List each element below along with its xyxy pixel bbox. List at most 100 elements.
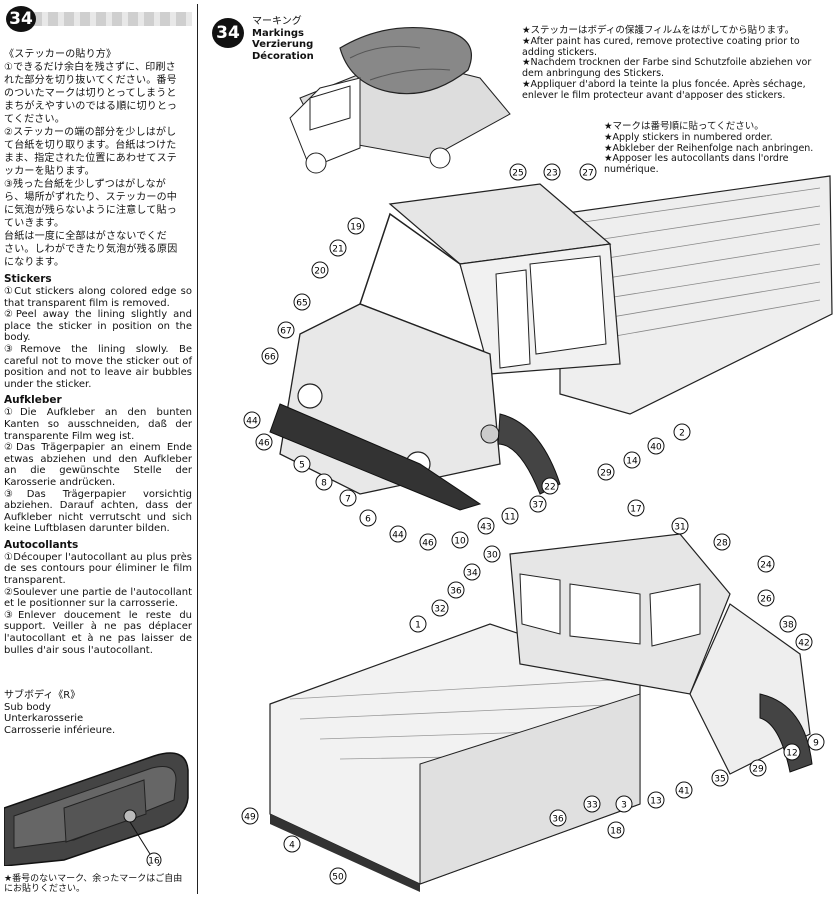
footnote: ★番号のないマーク、余ったマークはご自由 にお貼りください。 bbox=[4, 874, 192, 894]
rear-callout-13: 13 bbox=[650, 797, 661, 807]
sub-body-illustration: 16 bbox=[3, 752, 189, 868]
jp-line: ②ステッカーの端の部分を少しはがし bbox=[4, 127, 177, 138]
en-title: Stickers bbox=[4, 273, 52, 285]
front-callout-44: 44 bbox=[392, 531, 404, 541]
rear-callout-circle bbox=[241, 807, 259, 825]
front-callout-27: 27 bbox=[582, 169, 593, 179]
rear-callout-circle bbox=[671, 517, 689, 535]
rear-callout-circle bbox=[783, 743, 801, 761]
front-callout-5: 5 bbox=[299, 461, 305, 471]
jp-line: のついたマークは切りとってしまうと bbox=[4, 88, 177, 99]
covered-truck-thumbnail bbox=[289, 27, 511, 174]
front-callout-circle bbox=[623, 451, 641, 469]
step-number-badge: 34 bbox=[6, 6, 36, 32]
front-callout-circle bbox=[647, 437, 665, 455]
front-callout-8: 8 bbox=[321, 479, 327, 489]
callout-16: 16 bbox=[148, 857, 160, 867]
step-header: 34 bbox=[4, 4, 192, 34]
rear-callout-4: 4 bbox=[289, 841, 295, 851]
rear-callout-1: 1 bbox=[415, 621, 421, 631]
front-callout-46: 46 bbox=[258, 439, 270, 449]
jp-line: さい。しわができたり気泡が残る原因 bbox=[4, 244, 178, 255]
step-bar bbox=[32, 12, 192, 26]
front-callout-25: 25 bbox=[512, 169, 523, 179]
sub-body-fr: Carrosserie inférieure. bbox=[4, 724, 116, 736]
front-callout-circle bbox=[597, 463, 615, 481]
front-callout-circle bbox=[293, 455, 311, 473]
de-step-2: ②Das Trägerpapier an einem Ende etwas ab… bbox=[4, 442, 192, 488]
front-callout-6: 6 bbox=[365, 515, 371, 525]
jp-line: まま、指定された位置にあわせてステ bbox=[4, 153, 177, 164]
front-callout-21: 21 bbox=[332, 245, 343, 255]
front-callout-14: 14 bbox=[626, 457, 638, 467]
rear-callout-circle bbox=[627, 499, 645, 517]
rear-callout-circle bbox=[409, 615, 427, 633]
rear-callout-circle bbox=[549, 809, 567, 827]
markings-title: マーキング Markings Verzierung Décoration bbox=[252, 16, 314, 62]
rear-callout-circle bbox=[713, 533, 731, 551]
front-callout-66: 66 bbox=[264, 353, 276, 363]
rear-callout-circle bbox=[711, 769, 729, 787]
front-callout-22: 22 bbox=[544, 483, 555, 493]
front-callout-circle bbox=[243, 411, 261, 429]
front-callout-circle bbox=[261, 347, 279, 365]
note2-jp: ★マークは番号順に貼ってください。 bbox=[604, 121, 764, 132]
front-callout-circle bbox=[579, 163, 597, 181]
rear-callout-50: 50 bbox=[332, 873, 344, 883]
rear-callout-circle bbox=[431, 599, 449, 617]
rear-callout-30: 30 bbox=[486, 551, 498, 561]
front-callout-circle bbox=[673, 423, 691, 441]
note2-de: ★Abkleber der Reihenfolge nach anbringen… bbox=[604, 142, 814, 154]
note-order: ★マークは番号順に貼ってください。 ★Apply stickers in num… bbox=[604, 121, 830, 176]
markings-jp: マーキング bbox=[252, 16, 302, 27]
rear-callout-24: 24 bbox=[760, 561, 772, 571]
footnote-line: ★番号のないマーク、余ったマークはご自由 bbox=[4, 874, 183, 884]
front-callout-37: 37 bbox=[532, 501, 543, 511]
front-callout-10: 10 bbox=[454, 537, 466, 547]
rear-callout-18: 18 bbox=[610, 827, 622, 837]
front-callout-circle bbox=[315, 473, 333, 491]
right-panel: 34 マーキング Markings Verzierung Décoration … bbox=[200, 4, 834, 894]
jp-line: れた部分を切り抜いてください。番号 bbox=[4, 75, 177, 86]
front-callout-65: 65 bbox=[296, 299, 307, 309]
footnote-line: にお貼りください。 bbox=[4, 884, 86, 894]
rear-callout-circle bbox=[757, 555, 775, 573]
en-step-3: ③Remove the lining slowly. Be careful no… bbox=[4, 343, 192, 390]
rear-callout-3: 3 bbox=[621, 801, 627, 811]
markings-de: Verzierung bbox=[252, 39, 314, 50]
rear-callout-circle bbox=[483, 545, 501, 563]
left-column: 34 《ステッカーの貼り方》 ①できるだけ余白を残さずに、印刷さ れた部分を切り… bbox=[4, 4, 192, 894]
rear-callout-circle bbox=[779, 615, 797, 633]
front-callout-circle bbox=[419, 533, 437, 551]
jp-instructions: 《ステッカーの貼り方》 ①できるだけ余白を残さずに、印刷さ れた部分を切り抜いて… bbox=[4, 48, 192, 269]
jp-line: ③残った台紙を少しずつはがしなが bbox=[4, 179, 166, 190]
front-callout-2: 2 bbox=[679, 429, 685, 439]
note2-en: ★Apply stickers in numbered order. bbox=[604, 131, 773, 143]
fr-step-3: ③Enlever doucement le reste du support. … bbox=[4, 609, 192, 656]
rear-callout-circle bbox=[463, 563, 481, 581]
jp-line: ていきます。 bbox=[4, 218, 65, 229]
front-callout-circle bbox=[509, 163, 527, 181]
note-protective-film: ★ステッカーはボディの保護フィルムをはがしてから貼ります。 ★After pai… bbox=[522, 25, 822, 102]
rear-callout-circle bbox=[329, 867, 347, 885]
en-instructions: Stickers ①Cut stickers along colored edg… bbox=[4, 273, 192, 390]
rear-callout-36: 36 bbox=[552, 815, 564, 825]
note2-fr: ★Apposer les autocollants dans l'ordre n… bbox=[604, 153, 789, 176]
sub-body-jp: サブボディ《R》 bbox=[4, 690, 81, 701]
jp-line: 台紙は一度に全部はがさないでくだ bbox=[4, 231, 167, 242]
rear-callout-circle bbox=[757, 589, 775, 607]
de-step-3: ③Das Trägerpapier vorsichtig abziehen. D… bbox=[4, 488, 192, 535]
note1-de: ★Nachdem trocknen der Farbe sind Schutzf… bbox=[522, 57, 812, 80]
rear-callout-circle bbox=[795, 633, 813, 651]
column-divider bbox=[197, 4, 198, 894]
front-callout-circle bbox=[347, 217, 365, 235]
fr-step-1: ①Découper l'autocollant au plus près de … bbox=[4, 551, 192, 587]
rear-callout-35: 35 bbox=[714, 775, 725, 785]
rear-callout-32: 32 bbox=[434, 605, 445, 615]
front-callout-circle bbox=[277, 321, 295, 339]
rear-callout-circle bbox=[807, 733, 825, 751]
front-callout-46: 46 bbox=[422, 539, 434, 549]
rear-callout-9: 9 bbox=[813, 739, 819, 749]
